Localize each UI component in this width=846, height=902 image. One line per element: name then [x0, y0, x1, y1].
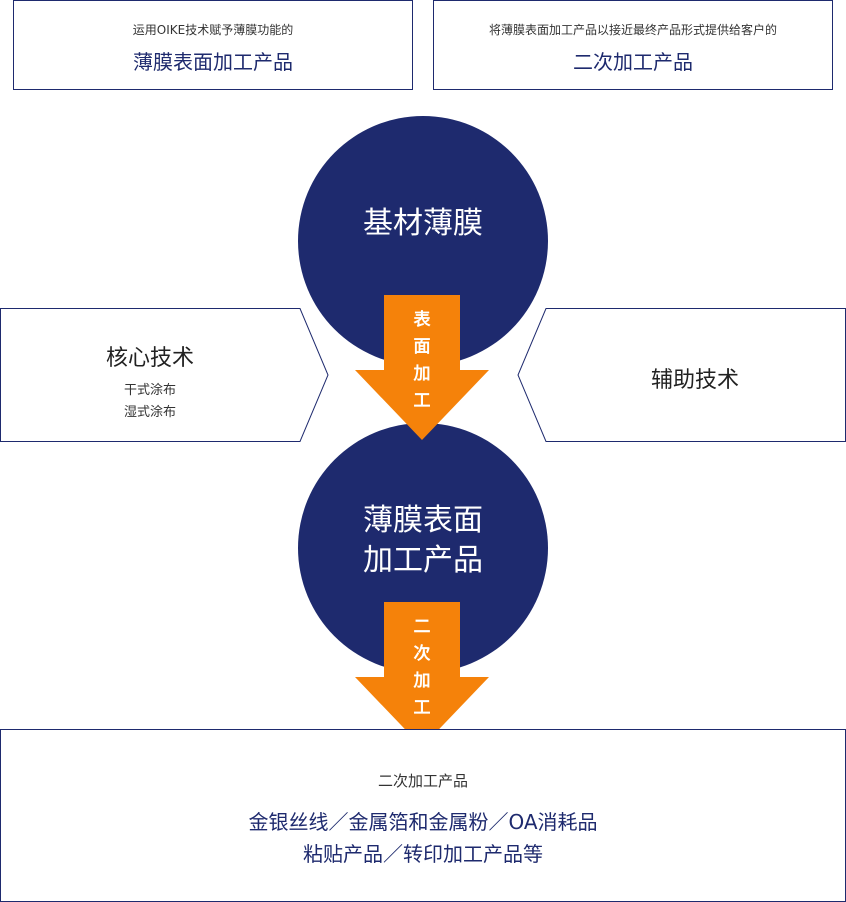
top-right-caption: 将薄膜表面加工产品以接近最终产品形式提供给客户的: [488, 23, 777, 37]
arrow-char: 加: [413, 364, 431, 384]
arrow-char: 工: [413, 391, 431, 411]
top-left-box: 运用OIKE技术赋予薄膜功能的 薄膜表面加工产品: [13, 0, 413, 90]
surface-processing-arrow: 表 面 加 工: [355, 295, 489, 440]
surface-product-line1: 薄膜表面: [363, 503, 483, 538]
top-right-box: 将薄膜表面加工产品以接近最终产品形式提供给客户的 二次加工产品: [433, 0, 833, 90]
top-left-title: 薄膜表面加工产品: [133, 50, 293, 74]
core-tech-item: 湿式涂布: [123, 405, 176, 420]
arrow-char: 工: [413, 698, 431, 718]
arrow-char: 表: [413, 310, 431, 330]
surface-product-line2: 加工产品: [363, 543, 483, 578]
surface-product-label: 薄膜表面 加工产品: [298, 501, 548, 581]
top-right-title: 二次加工产品: [573, 50, 693, 74]
base-film-label: 基材薄膜: [363, 206, 483, 241]
secondary-products-caption: 二次加工产品: [377, 772, 468, 790]
arrow-text: 表 面 加 工: [355, 307, 489, 415]
core-tech-shape: [0, 308, 329, 442]
arrow-char: 面: [413, 337, 431, 357]
arrow-text: 二 次 加 工: [355, 614, 489, 722]
core-tech-title: 核心技术: [105, 346, 194, 371]
secondary-products-line2: 粘贴产品／转印加工产品等: [303, 842, 543, 866]
aux-tech-title: 辅助技术: [650, 368, 739, 393]
core-tech-items: 干式涂布 湿式涂布: [0, 380, 300, 424]
secondary-products-line1: 金银丝线／金属箔和金属粉／OA消耗品: [248, 810, 598, 834]
arrow-shape: [355, 295, 489, 440]
arrow-char: 二: [413, 617, 431, 637]
secondary-products-box: 二次加工产品 金银丝线／金属箔和金属粉／OA消耗品 粘贴产品／转印加工产品等: [0, 729, 846, 902]
arrow-char: 次: [413, 644, 431, 664]
core-tech-item: 干式涂布: [123, 383, 176, 398]
arrow-char: 加: [413, 671, 431, 691]
top-left-caption: 运用OIKE技术赋予薄膜功能的: [132, 23, 294, 37]
arrow-shape: [355, 602, 489, 747]
secondary-processing-arrow: 二 次 加 工: [355, 602, 489, 747]
